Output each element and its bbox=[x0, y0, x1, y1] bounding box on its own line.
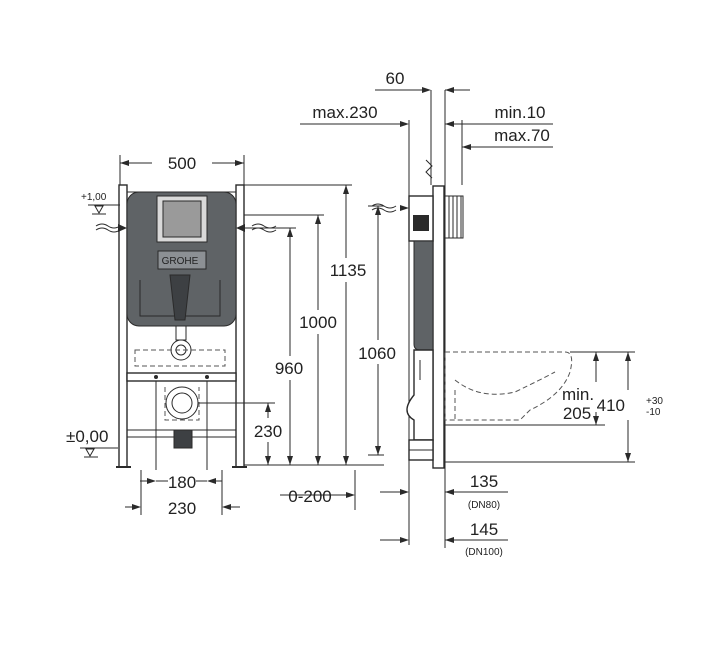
tolerance-plus-label: +30 bbox=[646, 396, 663, 407]
height-1060-label: 1060 bbox=[358, 344, 396, 363]
cross-bar bbox=[126, 372, 237, 382]
tolerance-minus-label: -10 bbox=[646, 407, 661, 418]
dn100-label: (DN100) bbox=[465, 547, 503, 558]
width-230-label: 230 bbox=[168, 499, 196, 518]
side-frame bbox=[432, 185, 445, 469]
min-10-label: min.10 bbox=[494, 103, 545, 122]
level-zero-label: ±0,00 bbox=[66, 427, 108, 446]
height-410-label: 410 bbox=[597, 396, 625, 415]
side-view: 60 max.230 min.10 max.70 min. 205 410 +3… bbox=[300, 69, 663, 558]
depth-145-label: 145 bbox=[470, 520, 498, 539]
width-180-label: 180 bbox=[168, 473, 196, 492]
height-230-label: 230 bbox=[254, 422, 282, 441]
min-205-label: 205 bbox=[563, 404, 591, 423]
height-960-label: 960 bbox=[275, 359, 303, 378]
max-230-label: max.230 bbox=[312, 103, 377, 122]
depth-60-label: 60 bbox=[386, 69, 405, 88]
width-500-label: 500 bbox=[168, 154, 196, 173]
side-cistern bbox=[413, 240, 434, 351]
brand-logo: GROHE bbox=[162, 256, 199, 267]
depth-135-label: 135 bbox=[470, 472, 498, 491]
level-plus-label: +1,00 bbox=[81, 192, 107, 203]
max-70-label: max.70 bbox=[494, 126, 550, 145]
height-1135-label: 1135 bbox=[330, 261, 367, 280]
range-0-200-label: 0-200 bbox=[288, 487, 331, 506]
dn80-label: (DN80) bbox=[468, 500, 500, 511]
min-label: min. bbox=[562, 385, 594, 404]
bowl-outline bbox=[444, 351, 573, 421]
height-1000-label: 1000 bbox=[299, 313, 337, 332]
front-view: GROHE +1,00 ±0,00 bbox=[66, 154, 396, 518]
